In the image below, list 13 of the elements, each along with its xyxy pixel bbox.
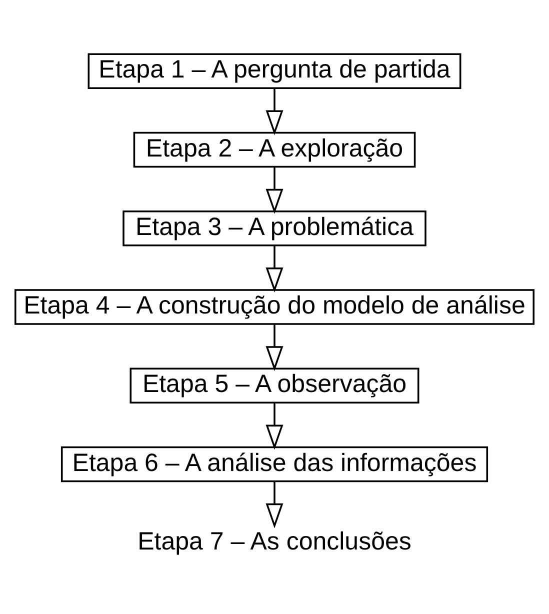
arrow (266, 246, 284, 293)
arrow (266, 88, 284, 136)
node-box: Etapa 6 – A análise das informações (60, 446, 488, 482)
node-text: Etapa 7 – As conclusões (138, 527, 412, 556)
node-box: Etapa 5 – A observação (130, 368, 420, 404)
node-box: Etapa 1 – A pergunta de partida (88, 53, 462, 89)
node-box: Etapa 2 – A exploração (133, 132, 416, 168)
arrow (266, 167, 284, 214)
node-box: Etapa 4 – A construção do modelo de análise (14, 289, 534, 325)
node-box: Etapa 3 – A problemática (122, 210, 426, 246)
arrow (266, 324, 284, 372)
arrow (266, 482, 284, 528)
arrow (266, 403, 284, 450)
